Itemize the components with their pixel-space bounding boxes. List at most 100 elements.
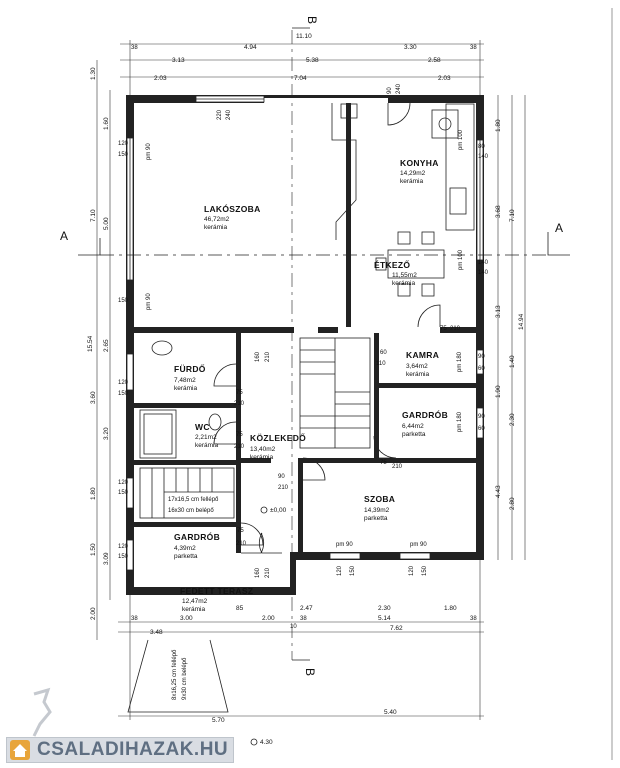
section-a-left-label: A (60, 229, 68, 243)
dim-bottom-9: 5.70 (212, 717, 225, 724)
room-area: 14,29m2 (400, 170, 426, 177)
op-24: 60 (478, 366, 485, 372)
room-name: KAMRA (406, 350, 439, 360)
dim-right-3: 7.10 (509, 209, 516, 222)
dim-bottom-6: 1.80 (444, 605, 457, 612)
op-40: 120 (409, 565, 415, 576)
op-35: 210 (236, 541, 247, 547)
dim-top-small-1: 38 (131, 45, 138, 51)
room-floor: kerámia (392, 280, 416, 287)
dim-left-6: 2.65 (103, 339, 110, 352)
dim-left-7: 3.60 (90, 391, 97, 404)
dim-top-8: 2.03 (438, 75, 451, 82)
brand-banner: CSALADIHAZAK.HU (6, 737, 234, 763)
op-26: 90 (478, 414, 485, 420)
dim-top-2: 3.30 (404, 44, 417, 51)
op-30: 75 (380, 460, 387, 466)
dim-right-6: 1.90 (495, 385, 502, 398)
op-47: 150 (118, 391, 129, 397)
room-area: 4,39m2 (174, 545, 196, 552)
op-21: 110 (376, 361, 386, 367)
room-furdo: FÜRDŐ 7,48m2 kerámia (174, 363, 206, 392)
room-area: 14,39m2 (364, 507, 390, 514)
room-name: WC (195, 422, 210, 432)
room-area: 6,44m2 (402, 423, 424, 430)
op-2: 240 (226, 109, 232, 120)
room-floor: kerámia (195, 442, 219, 449)
room-area: 46,72m2 (204, 216, 230, 223)
op-44: 75 (440, 326, 447, 332)
op-28: 75 (236, 432, 243, 438)
room-name: KÖZLEKEDŐ (250, 432, 306, 443)
dim-top-total: 11.10 (296, 33, 312, 40)
room-area: 13,40m2 (250, 446, 276, 453)
bottom-marker-label: 4.30 (260, 739, 273, 746)
op-29: 210 (234, 444, 245, 450)
entrance-stair-note-1: 8x16,25 cm fellépő (172, 649, 178, 700)
op-12: 120 (118, 141, 129, 147)
bathroom-fixtures (139, 340, 222, 459)
chimney (331, 103, 357, 240)
dining-table (375, 231, 445, 297)
bottom-marker: 4.30 (250, 738, 273, 746)
opening-labels: 220 240 90 240 pm 100 80 140 pm 100 140 … (118, 83, 489, 578)
op-14: pm 90 (146, 293, 152, 310)
room-etkezo: ÉTKEZŐ 11,55m2 kerámia (374, 259, 417, 287)
dim-left-12: 3.09 (103, 552, 110, 565)
op-8: pm 100 (458, 249, 464, 270)
dim-top-3: 3.13 (172, 57, 185, 64)
op-10: 140 (478, 270, 489, 276)
dimension-lines (96, 40, 526, 720)
room-wc: WC 2,21m2 kerámia (195, 422, 219, 449)
exterior-walls (126, 95, 484, 595)
dim-bottom-8: 7.62 (390, 625, 403, 632)
op-9: 140 (478, 260, 489, 266)
dim-left-2: 1.60 (103, 117, 110, 130)
dim-bottom-2: 85 (236, 605, 244, 612)
dim-top-1: 4.94 (244, 44, 257, 51)
interior-walls (134, 103, 476, 558)
op-6: 80 (478, 144, 485, 150)
dim-right-10: 14.94 (518, 313, 525, 330)
op-49: 150 (118, 490, 129, 496)
room-kozlekedo: KÖZLEKEDŐ 13,40m2 kerámia (250, 432, 306, 461)
op-31: 210 (392, 464, 403, 470)
room-lakoszoba: LAKÓSZOBA 46,72m2 kerámia (204, 203, 260, 231)
op-45: 210 (450, 326, 461, 332)
dim-right-4: 3.13 (495, 305, 502, 318)
entrance-stair (127, 639, 229, 713)
section-line-a (78, 232, 570, 256)
room-kamra: KAMRA 3,64m2 kerámia (406, 350, 439, 378)
op-25: pm 180 (457, 411, 463, 432)
dim-left-4: 5.00 (103, 217, 110, 230)
dim-bottom-5: 2.30 (378, 605, 391, 612)
level-marker: ±0,00 (260, 506, 287, 514)
room-area: 2,21m2 (195, 434, 217, 441)
watermark-logo (32, 687, 52, 737)
op-32: 90 (278, 474, 285, 480)
section-line-b (291, 27, 310, 661)
op-15: 150 (118, 298, 129, 304)
room-floor: kerámia (174, 385, 198, 392)
op-37: pm 90 (410, 542, 427, 548)
room-floor: kerámia (400, 178, 424, 185)
room-area: 3,64m2 (406, 363, 428, 370)
kitchen-counter (431, 103, 475, 231)
dim-left-10: 1.50 (90, 543, 97, 556)
room-szoba: SZOBA 14,39m2 parketta (364, 494, 395, 522)
doors (213, 102, 441, 554)
op-42: 160 (255, 567, 261, 578)
dim-bottom-7: 3.48 (150, 629, 163, 636)
op-5: pm 100 (458, 129, 464, 150)
op-48: 120 (118, 480, 129, 486)
dim-bottom-3: 2.00 (262, 615, 275, 622)
op-50: 120 (118, 544, 129, 550)
room-name: GARDRÓB (174, 531, 220, 542)
room-name: GARDRÓB (402, 409, 448, 420)
room-name: FÜRDŐ (174, 363, 206, 374)
room-gardrob-1: GARDRÓB 6,44m2 parketta (402, 409, 448, 438)
op-13: 150 (118, 152, 129, 158)
interior-stairs (299, 337, 371, 449)
dim-bottom-1: 3.00 (180, 615, 193, 622)
dim-left-3: 7.10 (90, 209, 97, 222)
